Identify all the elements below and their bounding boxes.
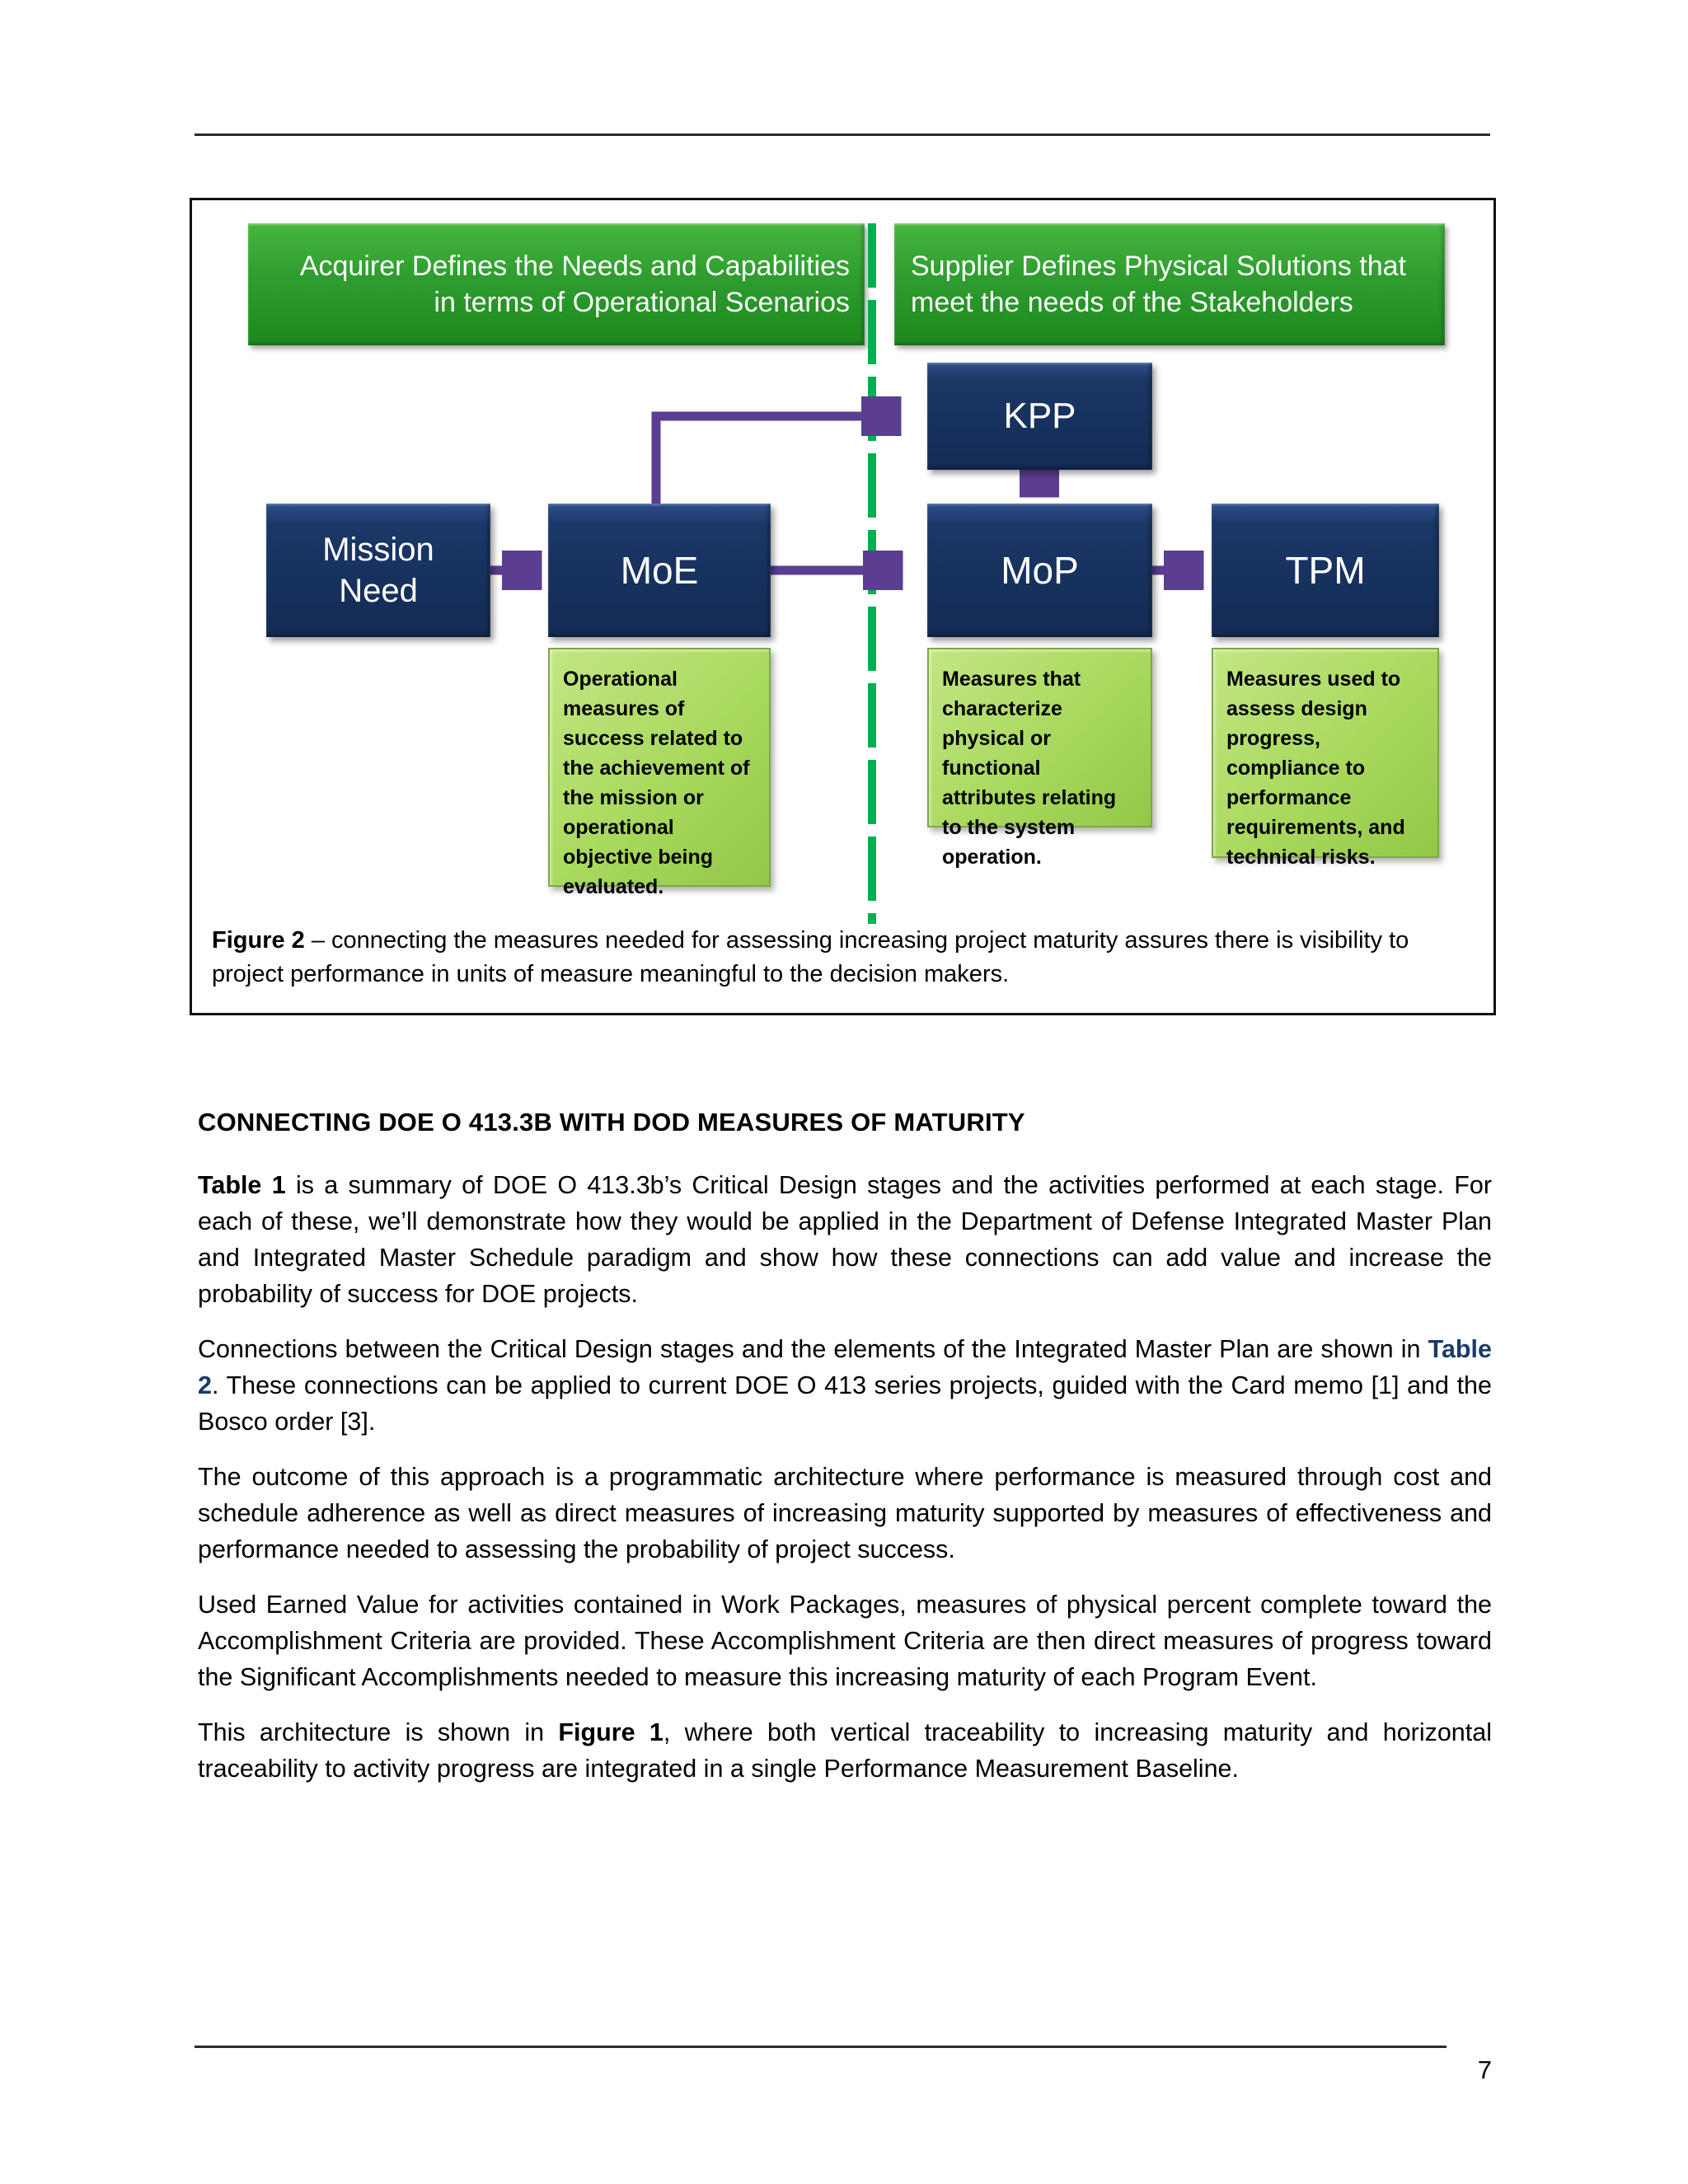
cross-reference-link[interactable]: Table 2 <box>198 1335 1492 1399</box>
supplier-banner-line1: Supplier Defines Physical Solutions that <box>911 251 1406 282</box>
body-paragraphs: Table 1 is a summary of DOE O 413.3b’s C… <box>198 1167 1492 1787</box>
page-number: 7 <box>1477 2055 1492 2084</box>
supplier-banner: Supplier Defines Physical Solutions that… <box>894 223 1445 345</box>
text-segment: Used Earned Value for activities contain… <box>198 1591 1492 1691</box>
text-segment: is a summary of DOE O 413.3b’s Critical … <box>198 1171 1492 1308</box>
supplier-banner-line2: meet the needs of the Stakeholders <box>911 287 1353 318</box>
paragraph: This architecture is shown in Figure 1, … <box>198 1714 1492 1787</box>
mop-box: MoP <box>927 504 1152 637</box>
text-segment: The outcome of this approach is a progra… <box>198 1463 1492 1563</box>
acquirer-banner: Acquirer Defines the Needs and Capabilit… <box>248 223 865 345</box>
moe-box: MoE <box>548 504 771 637</box>
paragraph: The outcome of this approach is a progra… <box>198 1459 1492 1568</box>
mission-need-label: Mission Need <box>322 532 434 609</box>
acquirer-banner-line1: Acquirer Defines the Needs and Capabilit… <box>299 251 850 282</box>
tpm-description-box: Measures used to assess design progress,… <box>1212 648 1439 869</box>
kpp-box: KPP <box>927 363 1152 470</box>
tpm-label: TPM <box>1285 549 1366 592</box>
text-segment: . These connections can be applied to cu… <box>198 1371 1492 1436</box>
acquirer-supplier-divider-line <box>868 223 876 924</box>
mop-label: MoP <box>1001 549 1079 592</box>
text-segment: Table 1 <box>198 1171 286 1199</box>
moe-label: MoE <box>620 549 699 592</box>
section-heading: CONNECTING DOE O 413.3B WITH DOD MEASURE… <box>198 1108 1025 1137</box>
figure-caption-text: – connecting the measures needed for ass… <box>212 927 1409 987</box>
footer-rule <box>195 2046 1447 2048</box>
paragraph: Used Earned Value for activities contain… <box>198 1586 1492 1695</box>
figure-2-diagram: Acquirer Defines the Needs and Capabilit… <box>190 198 1496 1015</box>
text-segment: , where both vertical traceability to in… <box>198 1718 1492 1783</box>
moe-description-box: Operational measures of success related … <box>548 648 771 898</box>
figure-caption-label: Figure 2 <box>212 927 305 954</box>
text-segment: Connections between the Critical Design … <box>198 1335 1428 1363</box>
mop-description-box: Measures that characterize physical or f… <box>927 648 1152 869</box>
kpp-label: KPP <box>1003 396 1076 436</box>
text-segment: This architecture is shown in <box>198 1718 559 1746</box>
figure-caption: Figure 2 – connecting the measures neede… <box>212 924 1485 991</box>
header-rule <box>195 134 1490 136</box>
paragraph: Table 1 is a summary of DOE O 413.3b’s C… <box>198 1167 1492 1312</box>
paragraph: Connections between the Critical Design … <box>198 1331 1492 1440</box>
text-segment: Figure 1 <box>558 1718 663 1746</box>
mission-need-box: Mission Need <box>266 504 490 637</box>
acquirer-banner-line2: in terms of Operational Scenarios <box>434 287 850 318</box>
body-content: CONNECTING DOE O 413.3B WITH DOD MEASURE… <box>198 1108 1492 1806</box>
tpm-box: TPM <box>1212 504 1439 637</box>
